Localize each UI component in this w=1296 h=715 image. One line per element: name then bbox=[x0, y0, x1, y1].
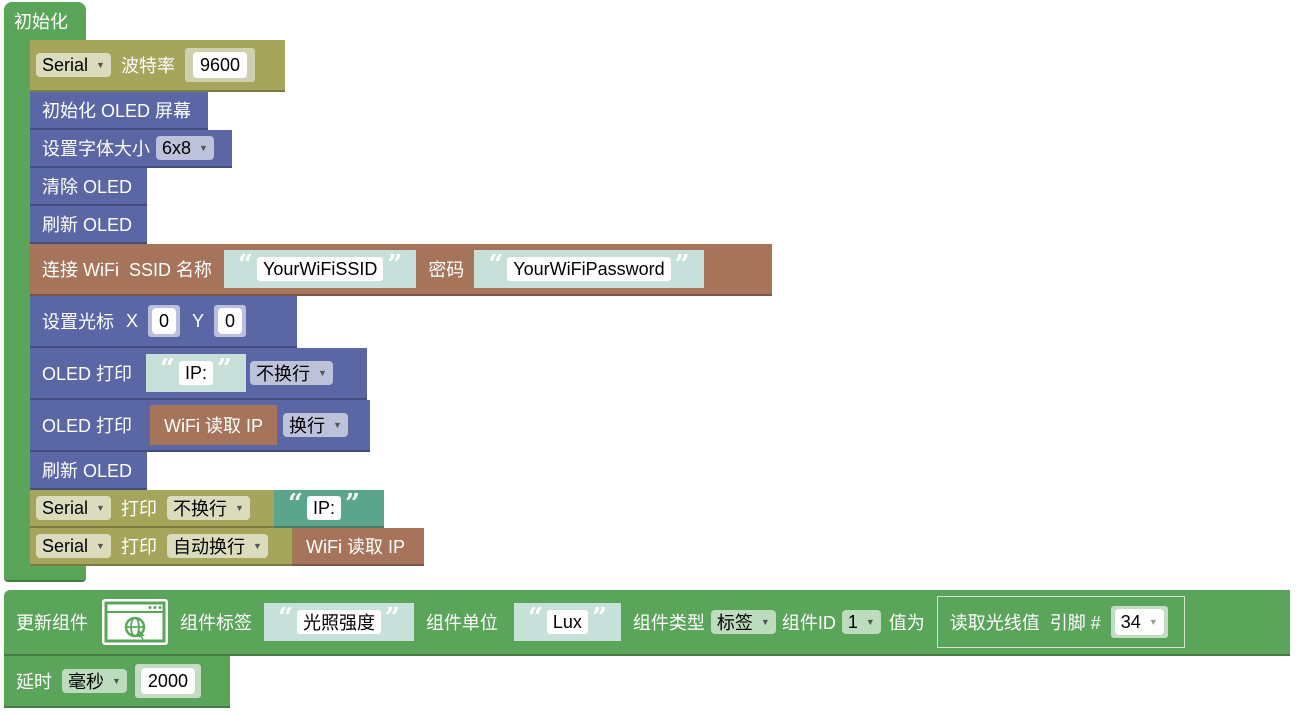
wifi-read-ip-block[interactable]: WiFi 读取 IP bbox=[150, 405, 278, 445]
oled-clear-label: 清除 OLED bbox=[42, 177, 133, 197]
baud-input[interactable]: 9600 bbox=[192, 52, 247, 78]
serial-port-dropdown[interactable]: Serial▼ bbox=[36, 496, 111, 520]
cursor-y-label: Y bbox=[192, 310, 205, 331]
cursor-y-input[interactable]: 0 bbox=[218, 308, 243, 334]
setup-block-body bbox=[4, 38, 30, 568]
chevron-down-icon: ▼ bbox=[317, 368, 327, 378]
string-input[interactable]: IP: bbox=[306, 496, 341, 520]
serial-port-dropdown[interactable]: Serial▼ bbox=[36, 53, 111, 77]
newline-mode-dropdown[interactable]: 不换行▼ bbox=[166, 496, 250, 520]
baud-label: 波特率 bbox=[120, 56, 175, 76]
baud-slot: 9600 bbox=[184, 48, 255, 82]
newline-mode-dropdown[interactable]: 自动换行▼ bbox=[166, 534, 268, 558]
widget-tag-label: 组件标签 bbox=[180, 613, 252, 633]
password-text-block[interactable]: “ YourWiFiPassword ” bbox=[474, 250, 704, 288]
set-cursor-block[interactable]: 设置光标 X 0 Y 0 bbox=[30, 296, 297, 348]
wifi-connect-label: 连接 WiFi SSID 名称 bbox=[42, 260, 212, 280]
serial-port-dropdown[interactable]: Serial▼ bbox=[36, 534, 111, 558]
cursor-x-slot: 0 bbox=[148, 305, 181, 337]
delay-slot: 2000 bbox=[134, 664, 201, 698]
ssid-input[interactable]: YourWiFiSSID bbox=[256, 257, 384, 281]
update-widget-block[interactable]: 更新组件 组件标签 “ 光照强度 ” 组件单位 “ Lux ” 组件类型 标签▼… bbox=[4, 590, 1290, 656]
chevron-down-icon: ▼ bbox=[96, 541, 105, 551]
widget-unit-label: 组件单位 bbox=[425, 613, 498, 633]
read-light-label: 读取光线值 引脚 # bbox=[949, 613, 1101, 633]
oled-print-text-input[interactable]: IP: bbox=[179, 361, 214, 385]
oled-refresh-block[interactable]: 刷新 OLED bbox=[30, 452, 147, 490]
widget-unit-input[interactable]: Lux bbox=[546, 610, 588, 634]
delay-unit-dropdown[interactable]: 毫秒▼ bbox=[62, 669, 127, 693]
password-input[interactable]: YourWiFiPassword bbox=[507, 257, 671, 281]
delay-block[interactable]: 延时 毫秒▼ 2000 bbox=[4, 656, 230, 708]
font-size-dropdown[interactable]: 6x8▼ bbox=[156, 136, 214, 160]
oled-refresh-block[interactable]: 刷新 OLED bbox=[30, 206, 147, 244]
cursor-y-slot: 0 bbox=[214, 305, 247, 337]
oled-init-block[interactable]: 初始化 OLED 屏幕 bbox=[30, 92, 208, 130]
chevron-down-icon: ▼ bbox=[1148, 617, 1158, 627]
oled-print-text-block[interactable]: “ IP: ” bbox=[146, 354, 246, 392]
chevron-down-icon: ▼ bbox=[112, 676, 121, 686]
oled-refresh-label: 刷新 OLED bbox=[42, 215, 133, 235]
delay-label: 延时 bbox=[16, 672, 52, 692]
chevron-down-icon: ▼ bbox=[96, 503, 105, 513]
read-light-block[interactable]: 读取光线值 引脚 # 34▼ bbox=[936, 596, 1185, 648]
oled-print-label: OLED 打印 bbox=[42, 364, 133, 384]
chevron-down-icon: ▼ bbox=[865, 617, 875, 627]
string-block[interactable]: “ IP: ” bbox=[274, 490, 384, 528]
setup-block-footer bbox=[4, 566, 86, 582]
widget-unit-text-block[interactable]: “ Lux ” bbox=[513, 603, 621, 641]
serial-print-block[interactable]: Serial▼ 打印 不换行▼ bbox=[30, 490, 276, 528]
serial-print-block[interactable]: Serial▼ 打印 自动换行▼ bbox=[30, 528, 295, 566]
oled-refresh-label: 刷新 OLED bbox=[42, 461, 133, 481]
oled-print-block[interactable]: OLED 打印 “ IP: ” 不换行▼ bbox=[30, 348, 367, 400]
chevron-down-icon: ▼ bbox=[252, 541, 262, 551]
chevron-down-icon: ▼ bbox=[760, 617, 770, 627]
pin-slot: 34▼ bbox=[1110, 606, 1168, 638]
chevron-down-icon: ▼ bbox=[96, 60, 105, 70]
serial-begin-block[interactable]: Serial▼ 波特率 9600 bbox=[30, 40, 285, 92]
setup-block[interactable]: 初始化 bbox=[4, 2, 86, 40]
pin-dropdown[interactable]: 34▼ bbox=[1114, 609, 1164, 635]
widget-tag-input[interactable]: 光照强度 bbox=[296, 610, 381, 634]
globe-icon bbox=[104, 601, 166, 643]
chevron-down-icon: ▼ bbox=[234, 503, 244, 513]
update-widget-label: 更新组件 bbox=[16, 613, 88, 633]
set-cursor-label: 设置光标 bbox=[42, 312, 114, 332]
wifi-read-ip-block[interactable]: WiFi 读取 IP bbox=[292, 528, 424, 566]
widget-tag-text-block[interactable]: “ 光照强度 ” bbox=[264, 603, 414, 641]
setup-title: 初始化 bbox=[14, 12, 68, 32]
serial-print-label: 打印 bbox=[120, 499, 157, 519]
widget-icon-box bbox=[102, 599, 168, 645]
widget-id-dropdown[interactable]: 1▼ bbox=[841, 610, 881, 634]
font-size-label: 设置字体大小 bbox=[42, 139, 150, 159]
widget-value-label: 值为 bbox=[888, 613, 925, 633]
serial-print-label: 打印 bbox=[120, 537, 157, 557]
chevron-down-icon: ▼ bbox=[333, 420, 342, 430]
widget-type-label: 组件类型 bbox=[632, 613, 705, 633]
wifi-connect-block[interactable]: 连接 WiFi SSID 名称 “ YourWiFiSSID ” 密码 “ Yo… bbox=[30, 244, 772, 296]
font-size-block[interactable]: 设置字体大小 6x8▼ bbox=[30, 130, 232, 168]
cursor-x-label: X bbox=[126, 310, 139, 331]
newline-mode-dropdown[interactable]: 不换行▼ bbox=[249, 361, 333, 385]
newline-mode-dropdown[interactable]: 换行▼ bbox=[283, 413, 348, 437]
oled-clear-block[interactable]: 清除 OLED bbox=[30, 168, 147, 206]
password-label: 密码 bbox=[428, 260, 465, 280]
widget-id-label: 组件ID bbox=[781, 613, 836, 633]
widget-type-dropdown[interactable]: 标签▼ bbox=[710, 610, 776, 634]
oled-print-block[interactable]: OLED 打印 WiFi 读取 IP 换行▼ bbox=[30, 400, 370, 452]
oled-init-label: 初始化 OLED 屏幕 bbox=[42, 101, 192, 121]
ssid-text-block[interactable]: “ YourWiFiSSID ” bbox=[224, 250, 417, 288]
cursor-x-input[interactable]: 0 bbox=[152, 308, 177, 334]
chevron-down-icon: ▼ bbox=[199, 143, 208, 153]
oled-print-label: OLED 打印 bbox=[42, 416, 133, 436]
delay-input[interactable]: 2000 bbox=[140, 668, 195, 694]
